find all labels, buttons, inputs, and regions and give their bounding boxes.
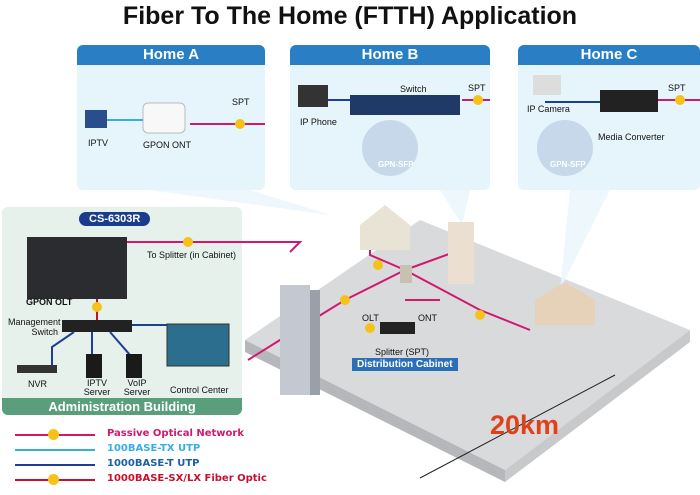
house-b (360, 205, 410, 250)
sfp-c-label: GPN-SFP (550, 160, 586, 169)
legend-pon: Passive Optical Network (15, 428, 315, 442)
house-c (535, 282, 595, 325)
legend-1000base-t: 1000BASE-T UTP (15, 458, 315, 472)
to-splitter-label: To Splitter (in Cabinet) (147, 250, 237, 260)
sfp-b-label: GPN-SFP (378, 160, 414, 169)
spt-c-label: SPT (668, 83, 686, 93)
distance-arrow (419, 374, 616, 479)
home-c-panel: Home C (518, 45, 700, 190)
olt-chassis-icon (27, 237, 127, 299)
home-a-panel: Home A (77, 45, 265, 190)
iptv-server-label: IPTV Server (83, 378, 111, 397)
control-center-label: Control Center (170, 385, 229, 395)
management-switch-icon (62, 320, 132, 332)
ground-area (245, 220, 690, 470)
page-title: Fiber To The Home (FTTH) Application (122, 2, 578, 30)
home-a-title: Home A (77, 45, 265, 65)
media-converter-label: Media Converter (598, 132, 665, 142)
legend-100base-tx: 100BASE-TX UTP (15, 443, 315, 457)
nvr-label: NVR (28, 379, 48, 389)
nvr-icon (17, 365, 57, 373)
iptv-server-icon (86, 354, 102, 378)
voip-server-label: VoIP Server (123, 378, 151, 397)
cabinet-olt-label: OLT (362, 313, 379, 323)
ip-phone-label: IP Phone (300, 117, 337, 127)
distribution-cabinet-label: Distribution Cabinet (352, 358, 458, 371)
home-c-title: Home C (518, 45, 700, 65)
cabinet-ont-label: ONT (418, 313, 437, 323)
gpon-ont-label: GPON ONT (143, 140, 192, 150)
distribution-cabinet (400, 265, 412, 283)
home-b-title: Home B (290, 45, 490, 65)
splitter-icon (380, 322, 415, 334)
apartment-building (448, 222, 474, 284)
spt-a-label: SPT (232, 97, 250, 107)
management-switch-label: Management Switch (8, 317, 61, 337)
tower-building (280, 285, 310, 395)
control-center-icon (166, 323, 230, 367)
splitter-label: Splitter (SPT) (375, 347, 430, 357)
voip-server-icon (126, 354, 142, 378)
legend-fiber: 1000BASE-SX/LX Fiber Optic (15, 473, 315, 487)
switch-label: Switch (400, 84, 427, 94)
gpon-olt-label: GPON OLT (26, 297, 73, 307)
model-badge: CS-6303R (79, 212, 151, 226)
administration-building-panel: CS-6303R To Splitter (in Cabinet) GPON O… (2, 207, 242, 415)
distance-label: 20km (490, 410, 560, 440)
iptv-label: IPTV (88, 138, 109, 148)
ip-camera-label: IP Camera (527, 104, 570, 114)
administration-building-title: Administration Building (2, 398, 242, 415)
spt-b-label: SPT (468, 83, 486, 93)
